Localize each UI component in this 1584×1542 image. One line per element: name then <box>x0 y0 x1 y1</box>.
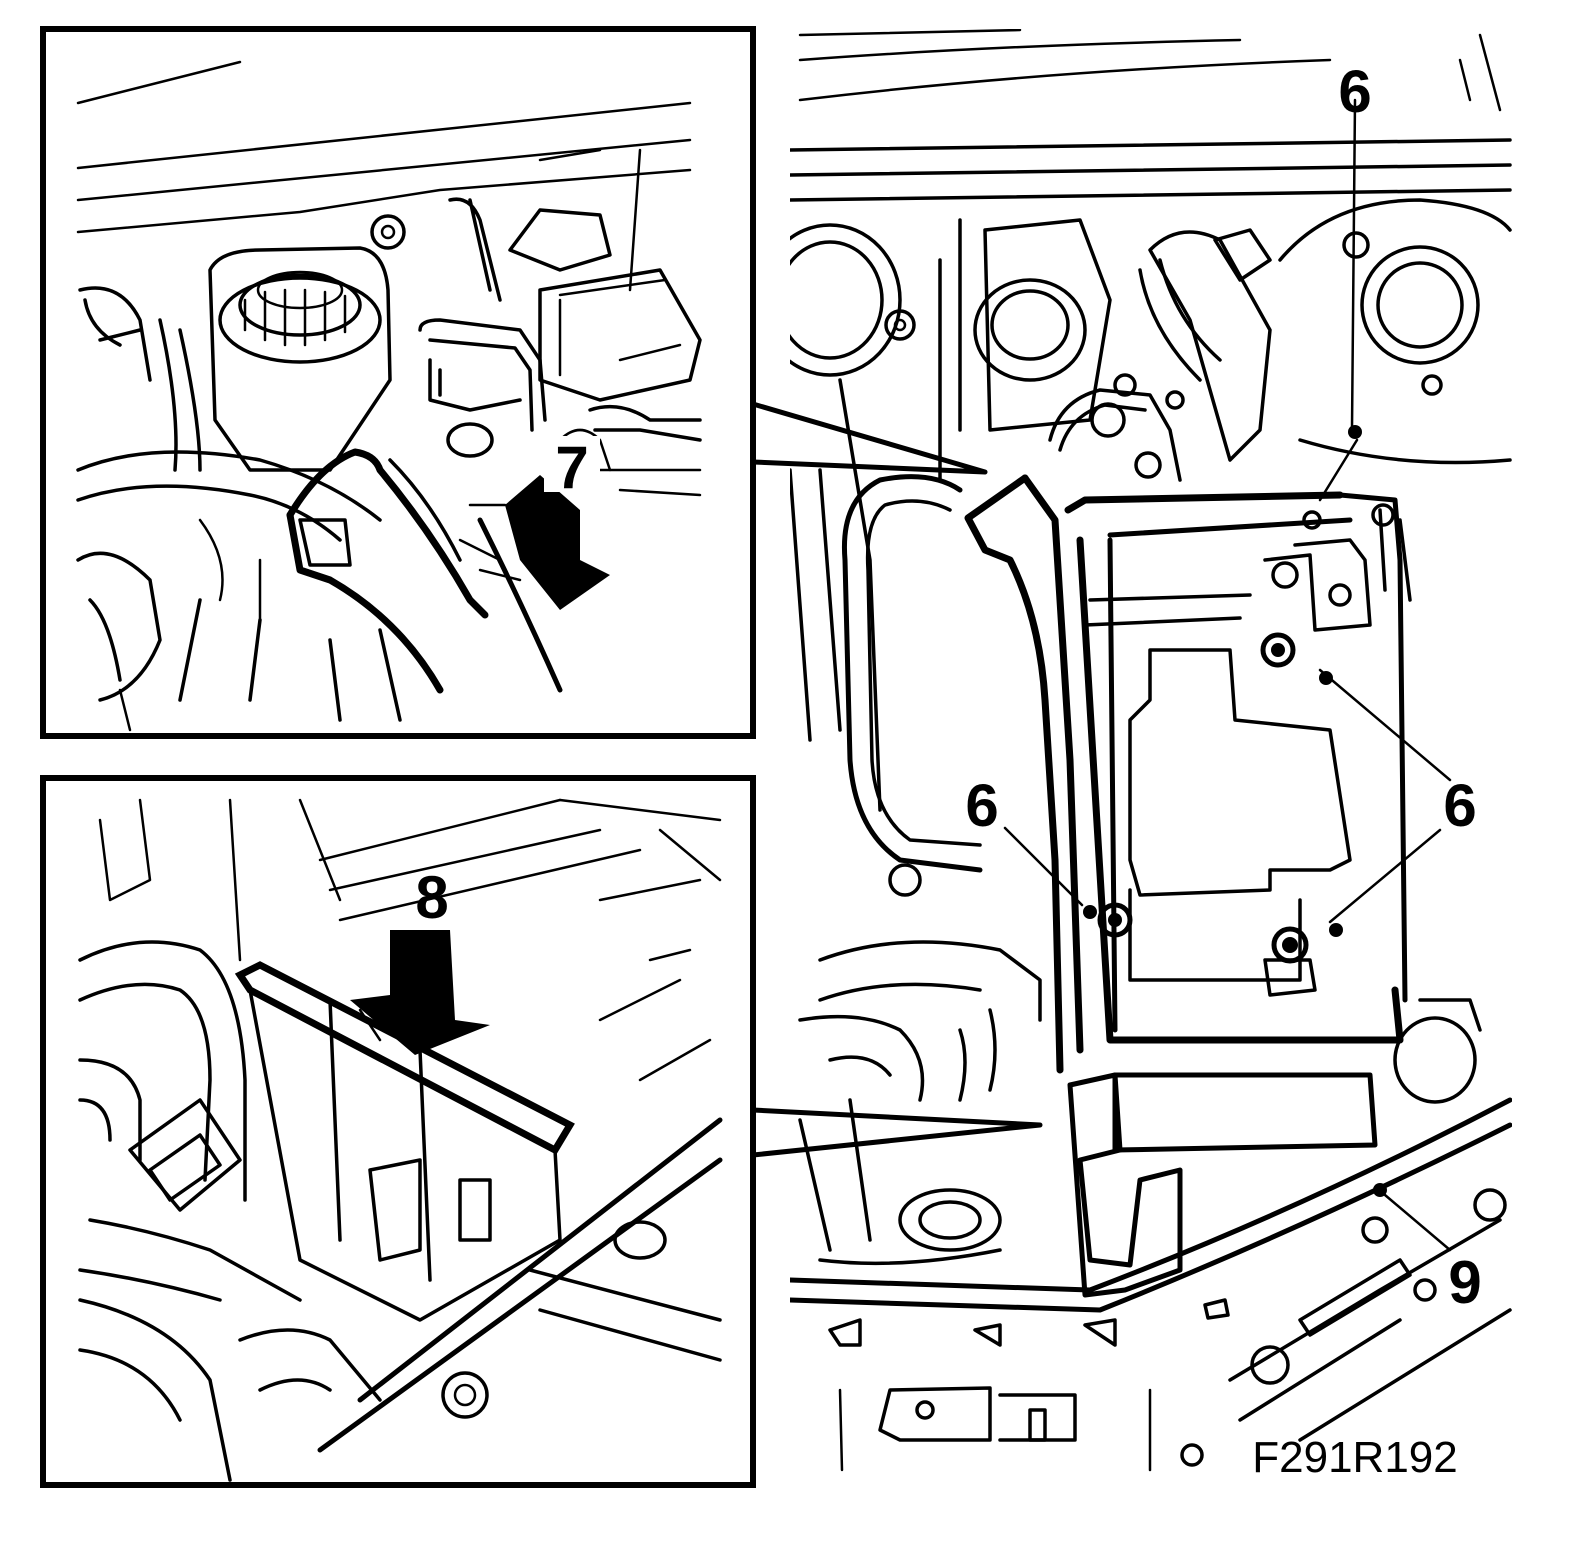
connector-block <box>448 197 702 402</box>
callout-labels: 7 8 6 6 6 9 F291R192 <box>415 58 1481 1482</box>
battery-tray-bracket <box>964 474 1408 1074</box>
callout-8: 8 <box>415 864 448 931</box>
arrow-7 <box>505 475 610 610</box>
callout-6-left: 6 <box>965 772 998 839</box>
callout-6-right: 6 <box>1443 772 1476 839</box>
reservoir-left <box>790 223 902 812</box>
arrow-8 <box>350 930 490 1055</box>
duct-bracket-highlight <box>286 448 563 694</box>
callout-7: 7 <box>555 434 588 501</box>
figure-code: F291R192 <box>1252 1433 1457 1482</box>
reservoir-cap <box>208 246 392 472</box>
bolt-upper-right <box>1260 632 1296 668</box>
front-crossmember <box>790 1097 1512 1442</box>
main-view <box>790 29 1512 1472</box>
connector-plug <box>78 1098 302 1302</box>
bolt-lower-right <box>1263 926 1317 997</box>
master-cylinder <box>938 218 1112 482</box>
detail-inset-bottom <box>40 775 756 1488</box>
inset-leaders <box>750 401 1043 1158</box>
callout-6-top: 6 <box>1338 58 1371 125</box>
brake-servo <box>1278 198 1512 465</box>
detail-inset-top <box>40 26 756 739</box>
callout-9: 9 <box>1448 1249 1481 1316</box>
cover-panel <box>234 961 575 1322</box>
bolt-left <box>1097 902 1133 938</box>
